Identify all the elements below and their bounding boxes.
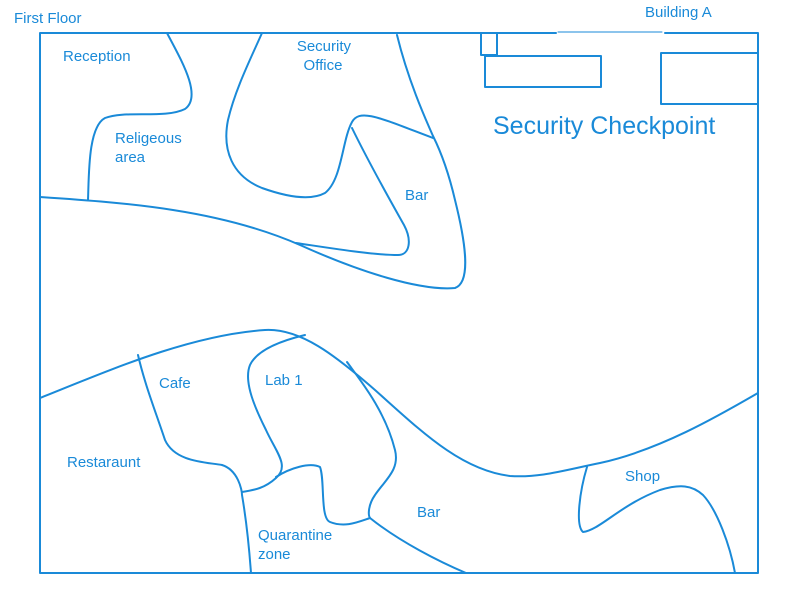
room-label-cafe: Cafe bbox=[159, 375, 191, 392]
wall-shop bbox=[577, 466, 736, 574]
wall-cafe-restaurant bbox=[137, 354, 252, 574]
room-label-security-checkpoint: Security Checkpoint bbox=[493, 112, 715, 140]
wall-bar-upper bbox=[295, 127, 410, 256]
wall-bar-lower bbox=[346, 361, 467, 574]
room-label-reception: Reception bbox=[63, 48, 131, 65]
wall-upper-horizontal bbox=[39, 34, 467, 290]
room-label-religious-area: Religeous area bbox=[115, 130, 186, 166]
room-label-shop: Shop bbox=[625, 468, 660, 485]
floor-label: First Floor bbox=[14, 10, 82, 27]
wall-lab bbox=[241, 334, 306, 493]
wall-lower-horizontal bbox=[39, 328, 759, 478]
room-label-bar-lower: Bar bbox=[417, 504, 440, 521]
wall-quarantine bbox=[275, 464, 371, 526]
room-label-quarantine-zone: Quarantine zone bbox=[258, 527, 336, 563]
room-label-security-office: Security Office bbox=[297, 38, 355, 74]
outer-wall bbox=[39, 32, 759, 574]
checkpoint-desk-right bbox=[660, 52, 759, 105]
room-label-bar-upper: Bar bbox=[405, 187, 428, 204]
room-label-lab: Lab 1 bbox=[265, 372, 303, 389]
building-label: Building A bbox=[645, 4, 712, 21]
room-label-restaurant: Restaraunt bbox=[67, 454, 141, 471]
wall-security-office bbox=[225, 32, 434, 199]
checkpoint-desk-left bbox=[484, 55, 602, 88]
entry-small-box bbox=[480, 32, 498, 56]
wall-reception-religious bbox=[87, 32, 193, 201]
